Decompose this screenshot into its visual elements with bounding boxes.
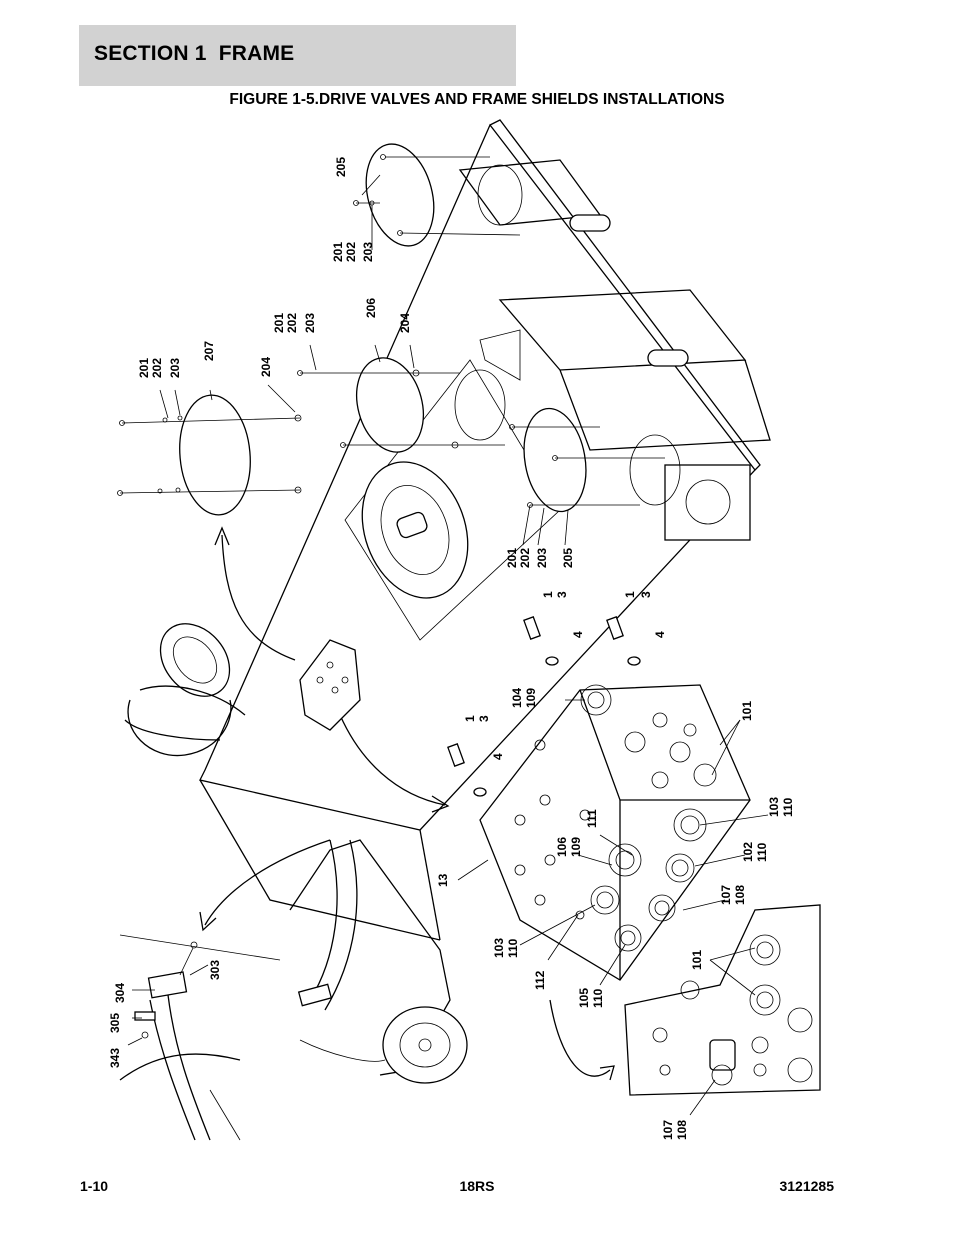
callout-207: 207 (202, 341, 216, 361)
bolt-set-c (447, 743, 487, 797)
callout-304: 304 (113, 983, 127, 1003)
callout-109: 109 (524, 688, 538, 708)
callout-104: 104 (510, 688, 524, 708)
callout-203: 203 (303, 313, 317, 333)
model-name: 18RS (459, 1178, 495, 1194)
callout-205: 205 (561, 548, 575, 568)
callout-13: 13 (436, 873, 450, 887)
document-number: 3121285 (779, 1178, 834, 1194)
shield-207 (117, 394, 302, 516)
page-number: 1-10 (80, 1178, 109, 1194)
callout-201: 201 (505, 548, 519, 568)
callout-205: 205 (334, 157, 348, 177)
section-header: SECTION 1 FRAME (79, 25, 516, 86)
arrow-up-to-shield (214, 526, 296, 661)
callout-202: 202 (344, 242, 358, 262)
callout-303: 303 (208, 960, 222, 980)
valve-block (479, 684, 751, 981)
callout-103: 103 (492, 938, 506, 958)
callout-1: 1 (463, 715, 477, 722)
callout-4: 4 (571, 631, 585, 638)
figure-title: FIGURE 1-5.DRIVE VALVES AND FRAME SHIELD… (229, 91, 725, 108)
section-title: SECTION 1 FRAME (94, 42, 295, 65)
callout-107: 107 (661, 1120, 675, 1140)
callout-305: 305 (108, 1013, 122, 1033)
callout-110: 110 (506, 938, 520, 958)
shield-205-top (353, 143, 521, 247)
callout-3: 3 (555, 591, 569, 598)
callout-204: 204 (259, 357, 273, 377)
callout-201: 201 (272, 313, 286, 333)
drive-motor-upper (124, 623, 246, 757)
callout-1: 1 (623, 591, 637, 598)
callout-1: 1 (541, 591, 555, 598)
leader-lines (127, 174, 769, 1116)
callout-110: 110 (755, 842, 769, 862)
callout-201: 201 (137, 358, 151, 378)
shield-205-lower (509, 407, 665, 513)
callout-203: 203 (361, 242, 375, 262)
callout-102: 102 (741, 842, 755, 862)
callout-203: 203 (535, 548, 549, 568)
callout-105: 105 (577, 988, 591, 1008)
callout-111: 111 (585, 809, 599, 828)
callout-202: 202 (150, 358, 164, 378)
valve-side-view (624, 904, 821, 1096)
callout-206: 206 (364, 298, 378, 318)
callout-109: 109 (569, 837, 583, 857)
callout-101: 101 (690, 950, 704, 970)
callout-108: 108 (733, 885, 747, 905)
callout-110: 110 (781, 797, 795, 817)
callout-103: 103 (767, 797, 781, 817)
frame-body (199, 119, 771, 941)
callout-110: 110 (591, 988, 605, 1008)
callout-204: 204 (398, 313, 412, 333)
detail-inset (119, 934, 281, 1141)
arrow-to-detail (199, 839, 331, 932)
callout-107: 107 (719, 885, 733, 905)
callout-106: 106 (555, 837, 569, 857)
callout-101: 101 (740, 701, 754, 721)
arrow-to-valve-block (339, 714, 450, 813)
bolt-set-b (606, 616, 641, 666)
arrow-to-side-view (549, 999, 615, 1081)
manifold-plate (299, 639, 361, 731)
callout-4: 4 (653, 631, 667, 638)
callout-202: 202 (518, 548, 532, 568)
callout-3: 3 (477, 715, 491, 722)
callout-343: 343 (108, 1048, 122, 1068)
drive-motor-lower (289, 839, 468, 1084)
callout-201: 201 (331, 242, 345, 262)
callout-labels: 205 201 202 203 201 202 203 206 204 201 … (108, 157, 795, 1140)
bolt-set-a (523, 616, 559, 666)
callout-203: 203 (168, 358, 182, 378)
shield-206 (297, 357, 505, 453)
callout-3: 3 (639, 591, 653, 598)
callout-112: 112 (533, 970, 547, 990)
callout-108: 108 (675, 1120, 689, 1140)
callout-202: 202 (285, 313, 299, 333)
callout-4: 4 (491, 753, 505, 760)
